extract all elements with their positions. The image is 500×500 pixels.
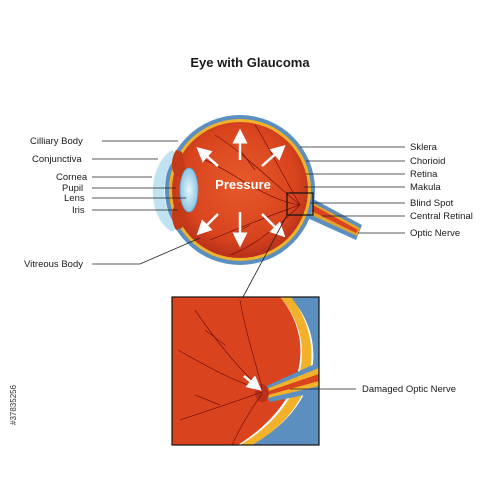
ciliary-body-top <box>171 150 186 178</box>
right-labels: Sklera Chorioid Retina Makula Blind Spot… <box>300 142 473 239</box>
label-sklera: Sklera <box>410 142 438 153</box>
cornea-shape <box>152 150 178 232</box>
label-damaged-optic-nerve: Damaged Optic Nerve <box>362 384 456 395</box>
pressure-arrow-upleft <box>196 147 219 167</box>
left-labels: Cilliary Body Conjunctiva Cornea Pupil L… <box>24 136 201 270</box>
label-iris: Iris <box>72 205 85 216</box>
label-optic-nerve: Optic Nerve <box>410 228 460 239</box>
label-makula: Makula <box>410 182 441 193</box>
pressure-arrow-upright <box>261 145 286 167</box>
label-retina: Retina <box>410 169 438 180</box>
pressure-label: Pressure <box>215 177 271 192</box>
stock-id-text: #37835256 <box>9 384 18 425</box>
label-conjunctiva: Conjunctiva <box>32 154 82 165</box>
label-central-retinal: Central Retinal <box>410 211 473 222</box>
label-blind-spot: Blind Spot <box>410 198 454 209</box>
pressure-arrow-downright <box>261 213 286 238</box>
label-lens: Lens <box>64 193 85 204</box>
pressure-arrows <box>196 128 286 248</box>
label-cilliary-body: Cilliary Body <box>30 136 83 147</box>
label-pupil: Pupil <box>62 183 83 194</box>
diagram-title: Eye with Glaucoma <box>190 55 310 70</box>
label-vitreous-body: Vitreous Body <box>24 259 83 270</box>
ciliary-body-bottom <box>171 202 186 230</box>
pressure-arrow-downleft <box>196 213 219 236</box>
label-cornea: Cornea <box>56 172 88 183</box>
zoom-region-box <box>286 192 314 216</box>
inset-frame <box>171 296 320 446</box>
zoom-connector-line <box>242 214 288 298</box>
inset-magnified-optic-nerve <box>171 296 320 446</box>
eye-cross-section: Pressure <box>152 115 362 265</box>
leader-vitreous-body <box>92 237 201 265</box>
label-chorioid: Chorioid <box>410 156 445 167</box>
lens-shape <box>179 167 199 213</box>
